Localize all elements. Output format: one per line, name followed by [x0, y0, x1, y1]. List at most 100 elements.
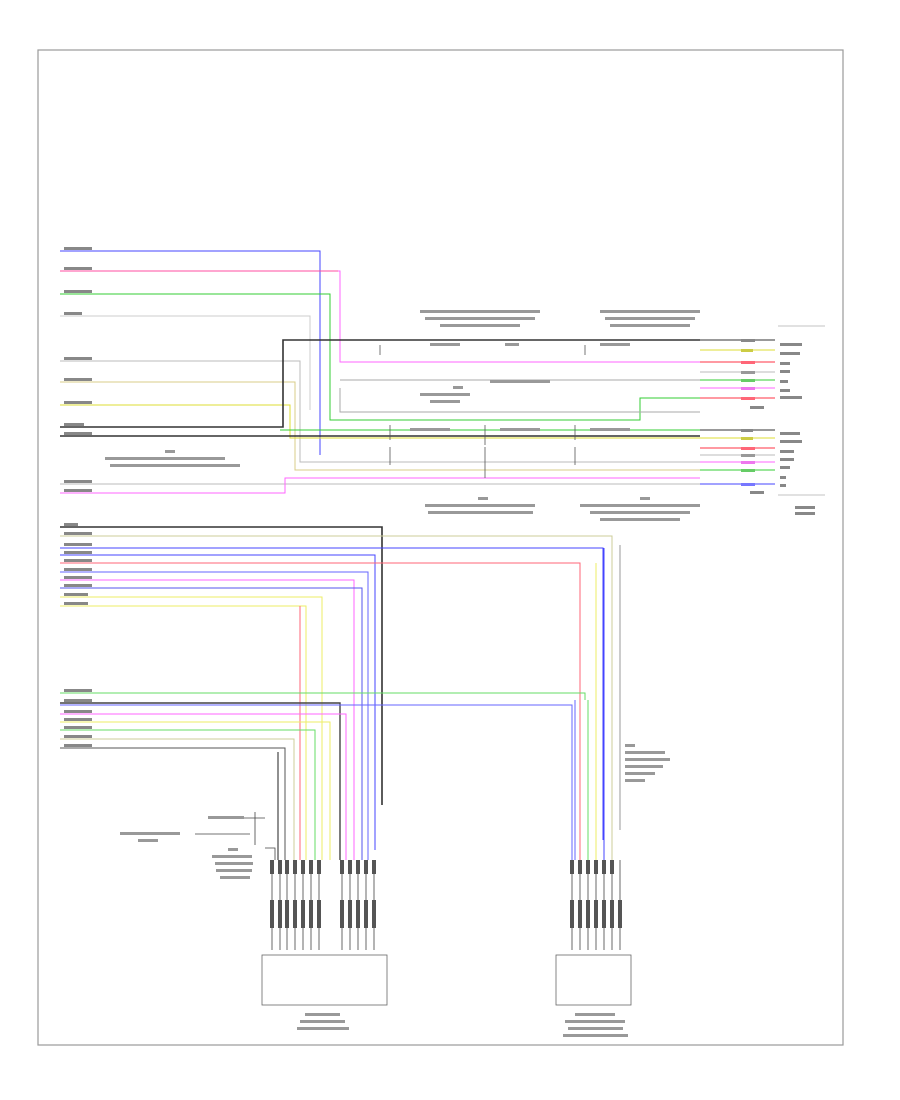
rt-footer-1: [750, 406, 764, 409]
rt-tag-6: [741, 387, 755, 390]
right-terminal-block: [700, 325, 825, 496]
cap-top-3: [440, 324, 520, 327]
cap-inline-1: [430, 343, 460, 346]
top-left-wires: [60, 250, 700, 494]
cap-top-4: [600, 310, 700, 313]
cap-left-1: [165, 450, 175, 453]
rt-label-10: [780, 450, 794, 453]
rmc-2: [565, 1020, 625, 1023]
rt-label-11: [780, 458, 794, 461]
lpm-19: [317, 900, 321, 928]
cap-inline-4: [490, 380, 550, 383]
rt-tag-8: [741, 429, 753, 432]
left-wire-labels: [64, 247, 92, 492]
right-module-pin-markers: [570, 860, 622, 928]
rt-tag-9: [741, 437, 753, 440]
l-label-3: [64, 710, 92, 713]
rt-tag-1: [741, 339, 755, 342]
rpm-7: [570, 900, 574, 928]
l-label-7: [64, 744, 92, 747]
l-label-6: [64, 735, 92, 738]
left-splice-component: [195, 812, 276, 860]
rpm-9: [586, 900, 590, 928]
m-label-5: [64, 559, 92, 562]
lpm-1: [270, 860, 274, 874]
rt-label-5: [780, 380, 788, 383]
lpm-23: [364, 900, 368, 928]
m-label-1: [64, 523, 78, 526]
wire-gray-5: [339, 388, 700, 413]
l-label-1: [64, 689, 92, 692]
middle-wires: [60, 526, 613, 860]
lpm-24: [372, 900, 376, 928]
m-label-10: [64, 602, 88, 605]
rt-footer-3: [795, 506, 815, 509]
mid-pink: [60, 579, 355, 860]
lpm-20: [340, 900, 344, 928]
rpm-6: [610, 860, 614, 874]
rmc-1: [575, 1013, 615, 1016]
label-4: [64, 312, 82, 315]
lower-wires: [60, 692, 586, 860]
label-3: [64, 290, 92, 293]
rpm-2: [578, 860, 582, 874]
label-7: [64, 401, 92, 404]
cap-inline-7: [590, 428, 630, 431]
lsp-cap-8: [220, 876, 250, 879]
rt-tag-4: [741, 371, 755, 374]
cap-left-3: [110, 464, 240, 467]
cap-c3: [428, 511, 533, 514]
lpm-16: [293, 900, 297, 928]
label-11: [64, 489, 92, 492]
rt-label-14: [780, 484, 786, 487]
lmc-1: [305, 1013, 340, 1016]
rd-cap-2: [625, 751, 665, 754]
rpm-11: [602, 900, 606, 928]
left-module-box: [261, 954, 388, 1006]
rt-tag-3: [741, 361, 755, 364]
rd-cap-1: [625, 744, 635, 747]
low-tan: [60, 738, 295, 860]
lpm-18: [309, 900, 313, 928]
lsp-cap-2: [120, 832, 180, 835]
rt-label-2: [780, 352, 800, 355]
rt-label-7: [780, 396, 802, 399]
m-label-3: [64, 543, 92, 546]
lpm-17: [301, 900, 305, 928]
mid-dark: [60, 526, 383, 805]
mid-blue-2: [60, 554, 376, 850]
rt-footer-2: [750, 491, 764, 494]
lsp-cap-3: [138, 839, 158, 842]
right-wire-tags: [741, 339, 755, 486]
right-module-caption: [563, 1013, 628, 1037]
cap-r4: [600, 518, 680, 521]
m-label-6: [64, 568, 92, 571]
lpm-22: [356, 900, 360, 928]
wire-yellow-mid: [60, 404, 700, 439]
cap-mid-1: [453, 386, 463, 389]
wire-green-top: [60, 293, 700, 421]
rt-tag-5: [741, 379, 755, 382]
lsp-cap-6: [215, 862, 253, 865]
m-label-2: [64, 532, 92, 535]
cap-mid-2: [420, 393, 470, 396]
lpm-15: [285, 900, 289, 928]
lpm-7: [317, 860, 321, 874]
mid-blue-1: [60, 547, 604, 840]
cap-inline-6: [500, 428, 540, 431]
lpm-13: [270, 900, 274, 928]
rpm-1: [570, 860, 574, 874]
lpm-10: [356, 860, 360, 874]
right-drop-caption: [625, 744, 670, 782]
left-module-caption: [297, 1013, 349, 1030]
rt-label-6: [780, 389, 790, 392]
lsc-wire-4: [265, 847, 276, 860]
rt-tag-13: [741, 469, 755, 472]
lpm-9: [348, 860, 352, 874]
low-green-2: [60, 729, 316, 860]
rt-tag-7: [741, 397, 755, 400]
rt-label-9: [780, 440, 802, 443]
lpm-11: [364, 860, 368, 874]
right-module-box: [555, 954, 632, 1006]
label-6: [64, 378, 92, 381]
